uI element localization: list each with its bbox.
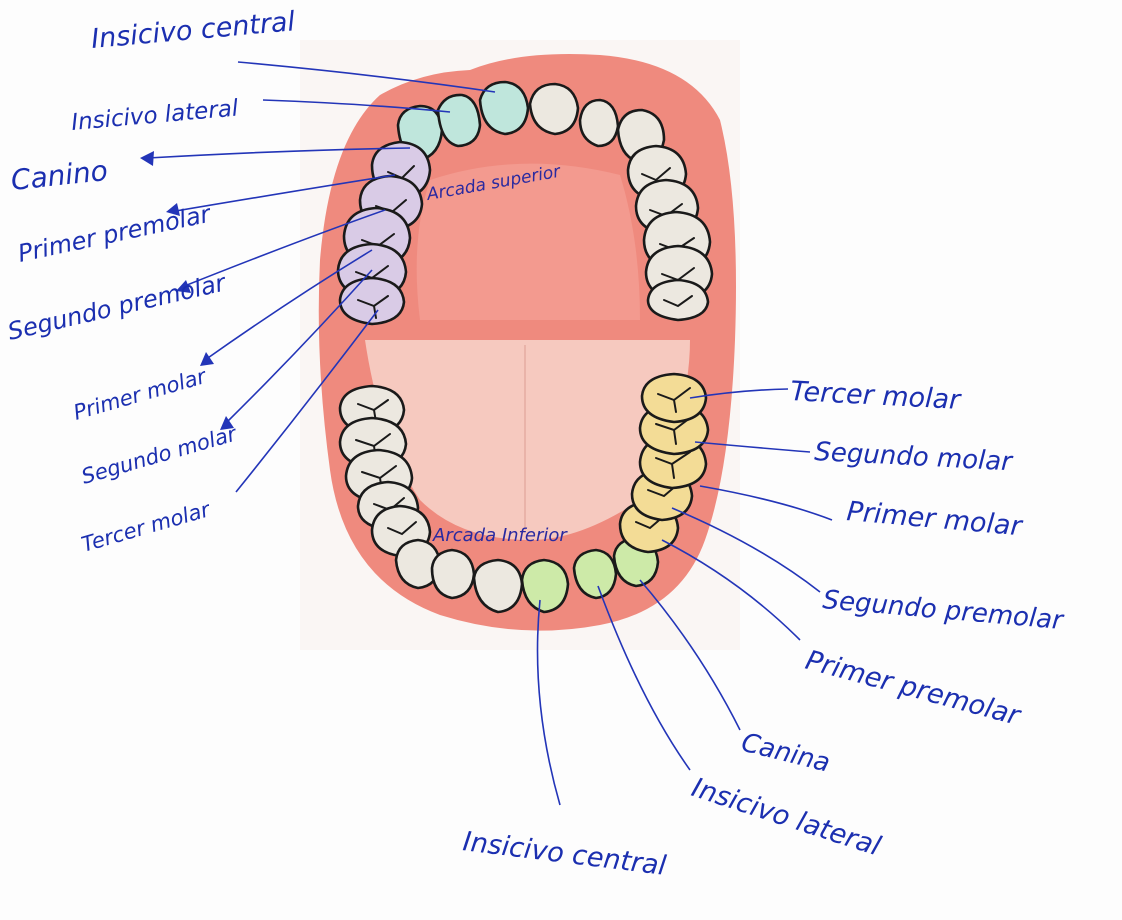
label-lower-first-premolar: Primer premolar [802, 645, 1025, 732]
label-upper-canine: Canino [9, 154, 109, 197]
label-upper-third-molar: Tercer molar [79, 497, 214, 557]
label-lower-canine: Canina [738, 728, 833, 779]
tooth-upper-right-third-molar [648, 280, 708, 320]
arrow-upper-first-molar [200, 352, 214, 366]
label-lower-third-molar: Tercer molar [790, 376, 963, 416]
tooth-lower-left-lateral-incisor [432, 550, 474, 598]
label-upper-second-molar: Segundo molar [79, 421, 240, 488]
upper-labels: Insicivo central Insicivo lateral Canino… [5, 6, 297, 557]
label-lower-second-premolar: Segundo premolar [821, 585, 1066, 636]
tooth-upper-right-lateral-incisor [580, 100, 618, 146]
label-upper-central-incisor: Insicivo central [90, 6, 297, 55]
lower-arch-label: Arcada Inferior [432, 525, 568, 546]
label-lower-first-molar: Primer molar [845, 496, 1024, 542]
arrow-upper-canine [140, 151, 154, 166]
label-upper-first-premolar: Primer premolar [15, 199, 214, 268]
label-upper-first-molar: Primer molar [71, 364, 210, 425]
label-lower-lateral-incisor: Insicivo lateral [688, 772, 885, 862]
label-upper-second-premolar: Segundo premolar [5, 268, 230, 346]
tooth-lower-right-third-molar [642, 374, 706, 422]
label-lower-central-incisor: Insicivo central [461, 826, 668, 882]
label-upper-lateral-incisor: Insicivo lateral [70, 95, 240, 136]
label-lower-second-molar: Segundo molar [814, 437, 1015, 477]
